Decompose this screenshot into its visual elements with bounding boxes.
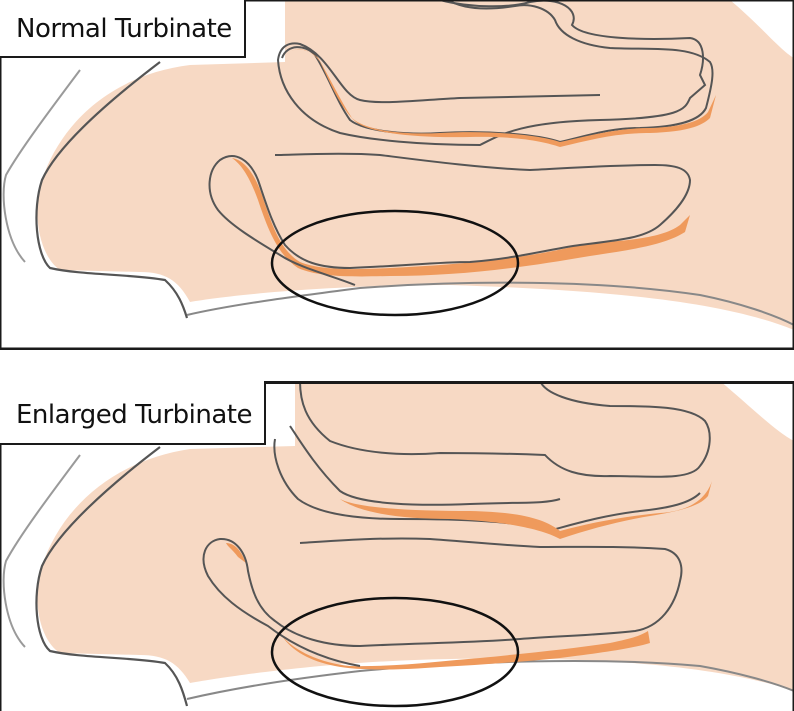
panel-title-normal: Normal Turbinate	[0, 0, 246, 58]
inferior-turbinate-outline	[202, 537, 683, 667]
middle-turbinate-outline	[281, 0, 714, 144]
enlarged-turbinate-diagram	[0, 381, 794, 711]
enlarged-turbinate-panel: Enlarged Turbinate	[0, 381, 794, 711]
superior-turbinate	[299, 381, 711, 478]
normal-turbinate-panel: Normal Turbinate	[0, 0, 794, 350]
nose-outer-skin	[2, 454, 81, 648]
inferior-turbinate-mucosa-lower	[282, 631, 650, 670]
middle-turbinate-mucosa	[340, 481, 712, 539]
nose-skin-outline	[35, 446, 189, 707]
ellipse-highlight-icon	[270, 209, 520, 317]
superior-turbinate	[276, 0, 707, 147]
inferior-turbinate-mucosa	[226, 543, 246, 563]
panel-frame	[0, 381, 794, 711]
nasal-floor	[186, 281, 794, 326]
middle-turbinate-upper	[289, 425, 561, 506]
nose-outer-skin	[2, 69, 81, 263]
nasal-cavity-tissue	[37, 381, 794, 691]
panel-title-enlarged: Enlarged Turbinate	[0, 381, 266, 445]
ellipse-highlight-icon	[270, 596, 520, 708]
panel-frame	[0, 0, 794, 350]
nose-skin-outline	[35, 61, 189, 319]
normal-turbinate-diagram	[0, 0, 794, 350]
inferior-turbinate-mucosa	[232, 158, 690, 277]
inferior-turbinate-outline	[208, 152, 692, 286]
